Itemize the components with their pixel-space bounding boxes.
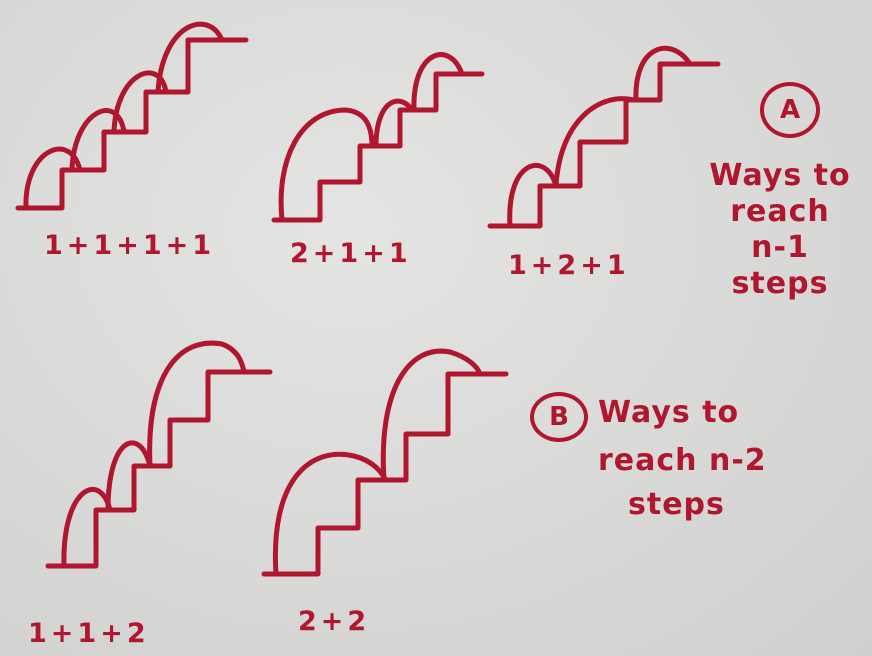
staircase-2-hop-3: [411, 52, 465, 113]
staircase-1: [15, 21, 249, 211]
note-b-line-1: Ways to: [598, 395, 740, 430]
staircase-3-hop-1: [507, 162, 559, 229]
staircase-5: [261, 348, 509, 577]
staircase-5-hop-1: [272, 451, 389, 577]
sequence-label-2: 2+1+1: [290, 238, 412, 269]
staircase-1-steps: [15, 37, 249, 211]
staircase-2-hop-2: [373, 98, 415, 149]
sequence-label-1: 1+1+1+1: [44, 230, 216, 261]
note-a-line-2: reach: [730, 194, 830, 229]
staircase-3-steps: [487, 61, 721, 229]
staircase-4-steps: [45, 369, 273, 569]
staircase-1-hop-2: [69, 108, 127, 173]
note-a-line-4: steps: [731, 266, 829, 301]
staircase-2-hop-1: [278, 107, 375, 223]
staircase-3-hop-2: [553, 96, 637, 189]
badge-b: B: [530, 392, 588, 442]
staircase-3: [487, 45, 721, 229]
staircase-4-hop-2: [105, 440, 153, 513]
sequence-label-5: 2+2: [298, 606, 371, 637]
sequence-label-3: 1+2+1: [508, 250, 630, 281]
staircase-2: [271, 52, 485, 223]
note-a-line-1: Ways to: [709, 158, 851, 193]
sequence-label-4: 1+1+2: [28, 618, 150, 649]
staircase-4-hop-1: [61, 487, 113, 569]
staircase-1-hop-3: [111, 70, 169, 135]
staircase-1-hop-4: [155, 21, 225, 95]
note-a: Ways to reach n-1 steps: [700, 158, 860, 302]
staircase-4: [45, 340, 273, 569]
note-b-line-2: reach n-2: [598, 443, 767, 478]
note-b-line-3: steps: [628, 487, 725, 522]
staircase-5-hop-2: [380, 348, 483, 483]
note-a-line-3: n-1: [751, 230, 809, 265]
staircase-2-steps: [271, 71, 485, 223]
staircase-4-hop-3: [147, 340, 247, 469]
badge-a: A: [760, 82, 820, 138]
staircase-3-hop-3: [633, 45, 693, 103]
